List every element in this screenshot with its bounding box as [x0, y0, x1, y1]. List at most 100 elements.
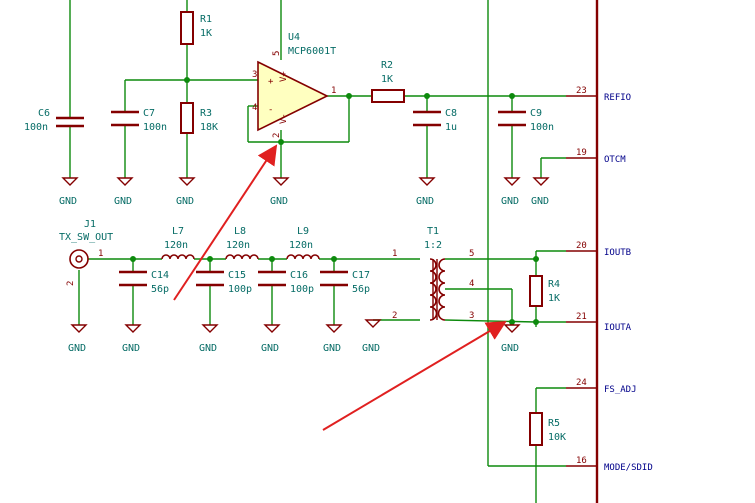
- opamp-u4[interactable]: 3 4 1 5 2 + - V+ V- U4 MCP6001T: [252, 32, 336, 138]
- j1-ref: J1: [84, 219, 96, 230]
- ic-pin-name: REFIO: [604, 93, 631, 103]
- r2-ref: R2: [381, 60, 393, 71]
- svg-text:GND: GND: [122, 343, 140, 354]
- opamp-minus-sign: -: [268, 105, 273, 115]
- gnd-symbol: GND: [59, 177, 78, 207]
- ic-pin-lines: [566, 95, 597, 467]
- ic-pin-num: 20: [576, 241, 587, 251]
- gnd-symbols: GND GND GND GND GND GND GND GND GND GND …: [59, 177, 549, 354]
- svg-text:GND: GND: [416, 196, 434, 207]
- c6-value: 100n: [24, 122, 48, 133]
- svg-text:GND: GND: [114, 196, 132, 207]
- arrow-to-opamp: [173, 144, 278, 301]
- r3-ref: R3: [200, 108, 212, 119]
- l8-value: 120n: [226, 240, 250, 251]
- capacitor-c16[interactable]: C16 100p: [258, 270, 314, 295]
- resistor-r3[interactable]: R3 18K: [180, 102, 218, 134]
- gnd-symbol: GND: [362, 319, 381, 354]
- l8-ref: L8: [234, 226, 246, 237]
- ic-pin-name: IOUTA: [604, 323, 632, 333]
- c14-value: 56p: [151, 284, 169, 295]
- svg-text:GND: GND: [199, 343, 217, 354]
- ic-pin-labels: 23 REFIO 19 OTCM 20 IOUTB 21 IOUTA 24 FS…: [576, 86, 653, 473]
- capacitor-c7[interactable]: C7 100n: [111, 108, 167, 133]
- t1-pin3: 3: [469, 311, 474, 321]
- ic-pin-num: 19: [576, 148, 587, 158]
- capacitor-c17[interactable]: C17 56p: [320, 270, 370, 295]
- wires: [69, 0, 566, 503]
- j1-pin1: 1: [98, 249, 103, 259]
- svg-text:GND: GND: [176, 196, 194, 207]
- c9-ref: C9: [530, 108, 542, 119]
- capacitor-c14[interactable]: C14 56p: [119, 270, 169, 295]
- u4-value: MCP6001T: [288, 46, 336, 57]
- connector-j1[interactable]: J1 TX_SW_OUT 1 2: [59, 219, 113, 286]
- resistor-r1[interactable]: R1 1K: [180, 11, 212, 45]
- r2-value: 1K: [381, 74, 393, 85]
- l7-value: 120n: [164, 240, 188, 251]
- capacitor-c6[interactable]: C6 100n: [24, 108, 84, 133]
- c8-ref: C8: [445, 108, 457, 119]
- c9-value: 100n: [530, 122, 554, 133]
- arrow-to-transformer-gnd: [322, 320, 507, 431]
- ic-pin-name: IOUTB: [604, 248, 631, 258]
- svg-text:GND: GND: [362, 343, 380, 354]
- opamp-pin-in-minus: 4: [252, 103, 257, 113]
- t1-pin5: 5: [469, 249, 474, 259]
- gnd-symbol: GND: [114, 177, 133, 207]
- gnd-symbol: GND: [68, 324, 87, 354]
- j1-value: TX_SW_OUT: [59, 232, 113, 243]
- opamp-vminus-label: V-: [279, 113, 289, 124]
- c7-value: 100n: [143, 122, 167, 133]
- svg-text:GND: GND: [270, 196, 288, 207]
- r1-value: 1K: [200, 28, 212, 39]
- c17-ref: C17: [352, 270, 370, 281]
- c17-value: 56p: [352, 284, 370, 295]
- t1-pin4: 4: [469, 279, 474, 289]
- gnd-symbol: GND: [261, 324, 280, 354]
- t1-pin1: 1: [392, 249, 397, 259]
- capacitor-c9[interactable]: C9 100n: [498, 108, 554, 133]
- ic-pin-num: 16: [576, 456, 587, 466]
- ic-pin-num: 24: [576, 378, 587, 388]
- gnd-symbol: GND: [122, 324, 141, 354]
- resistor-r2[interactable]: R2 1K: [371, 60, 405, 103]
- c16-ref: C16: [290, 270, 308, 281]
- capacitor-c8[interactable]: C8 1u: [413, 108, 457, 133]
- r5-ref: R5: [548, 418, 560, 429]
- resistor-r4[interactable]: R4 1K: [529, 275, 560, 307]
- gnd-symbol: GND: [199, 324, 218, 354]
- c15-ref: C15: [228, 270, 246, 281]
- c15-value: 100p: [228, 284, 252, 295]
- opamp-plus-sign: +: [268, 77, 274, 87]
- c6-ref: C6: [38, 108, 50, 119]
- capacitor-c15[interactable]: C15 100p: [196, 270, 252, 295]
- l7-ref: L7: [172, 226, 184, 237]
- l9-value: 120n: [289, 240, 313, 251]
- resistor-r5[interactable]: R5 10K: [529, 412, 566, 446]
- r3-value: 18K: [200, 122, 218, 133]
- gnd-symbol: GND: [176, 177, 195, 207]
- gnd-symbol: GND: [270, 177, 289, 207]
- gnd-symbol: GND: [323, 324, 342, 354]
- opamp-vplus-label: V+: [279, 71, 289, 82]
- inductor-l8[interactable]: L8 120n: [225, 226, 259, 260]
- gnd-symbol: GND: [501, 177, 520, 207]
- ic-pin-num: 21: [576, 312, 587, 322]
- junctions: [130, 77, 539, 325]
- transformer-t1[interactable]: T1 1:2 1 2 5 4 3: [392, 226, 474, 321]
- l9-ref: L9: [297, 226, 309, 237]
- gnd-symbol: GND: [501, 324, 520, 354]
- t1-ref: T1: [427, 226, 439, 237]
- svg-text:GND: GND: [261, 343, 279, 354]
- inductor-l7[interactable]: L7 120n: [161, 226, 195, 260]
- svg-text:GND: GND: [501, 196, 519, 207]
- inductor-l9[interactable]: L9 120n: [286, 226, 320, 260]
- c16-value: 100p: [290, 284, 314, 295]
- r1-ref: R1: [200, 14, 212, 25]
- c7-ref: C7: [143, 108, 155, 119]
- u4-ref: U4: [288, 32, 300, 43]
- gnd-symbol: GND: [531, 177, 549, 207]
- j1-pin2: 2: [66, 281, 76, 286]
